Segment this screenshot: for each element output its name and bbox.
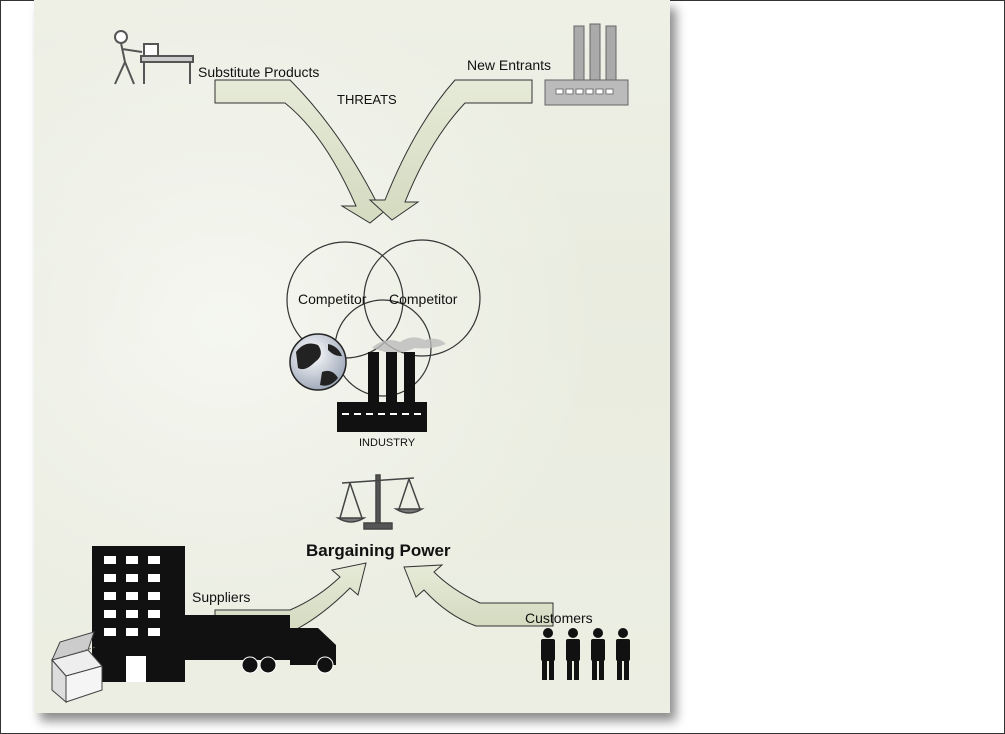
competitor-left-label: Competitor [298,291,367,307]
balance-scale-icon [335,474,425,530]
customers-arrow [403,564,554,627]
office-building-truck-icon [51,546,336,704]
factory-smoke-icon [337,337,446,432]
customers-label: Customers [525,610,593,626]
substitute-threat-arrow [214,79,394,224]
industry-label: INDUSTRY [359,437,416,449]
worker-conveyor-icon [114,30,194,85]
factory-icon [544,23,629,106]
competitor-circle-right [363,239,481,357]
substitute-products-label: Substitute Products [198,64,319,80]
globe-icon [289,333,347,391]
suppliers-arrow [214,562,367,631]
bargaining-power-label: Bargaining Power [306,541,451,560]
threats-label: THREATS [337,92,397,107]
suppliers-label: Suppliers [192,589,250,605]
people-icon [541,628,630,680]
competitor-right-label: Competitor [389,291,458,307]
new-entrants-label: New Entrants [467,57,551,73]
new-entrants-threat-arrow [368,79,533,221]
